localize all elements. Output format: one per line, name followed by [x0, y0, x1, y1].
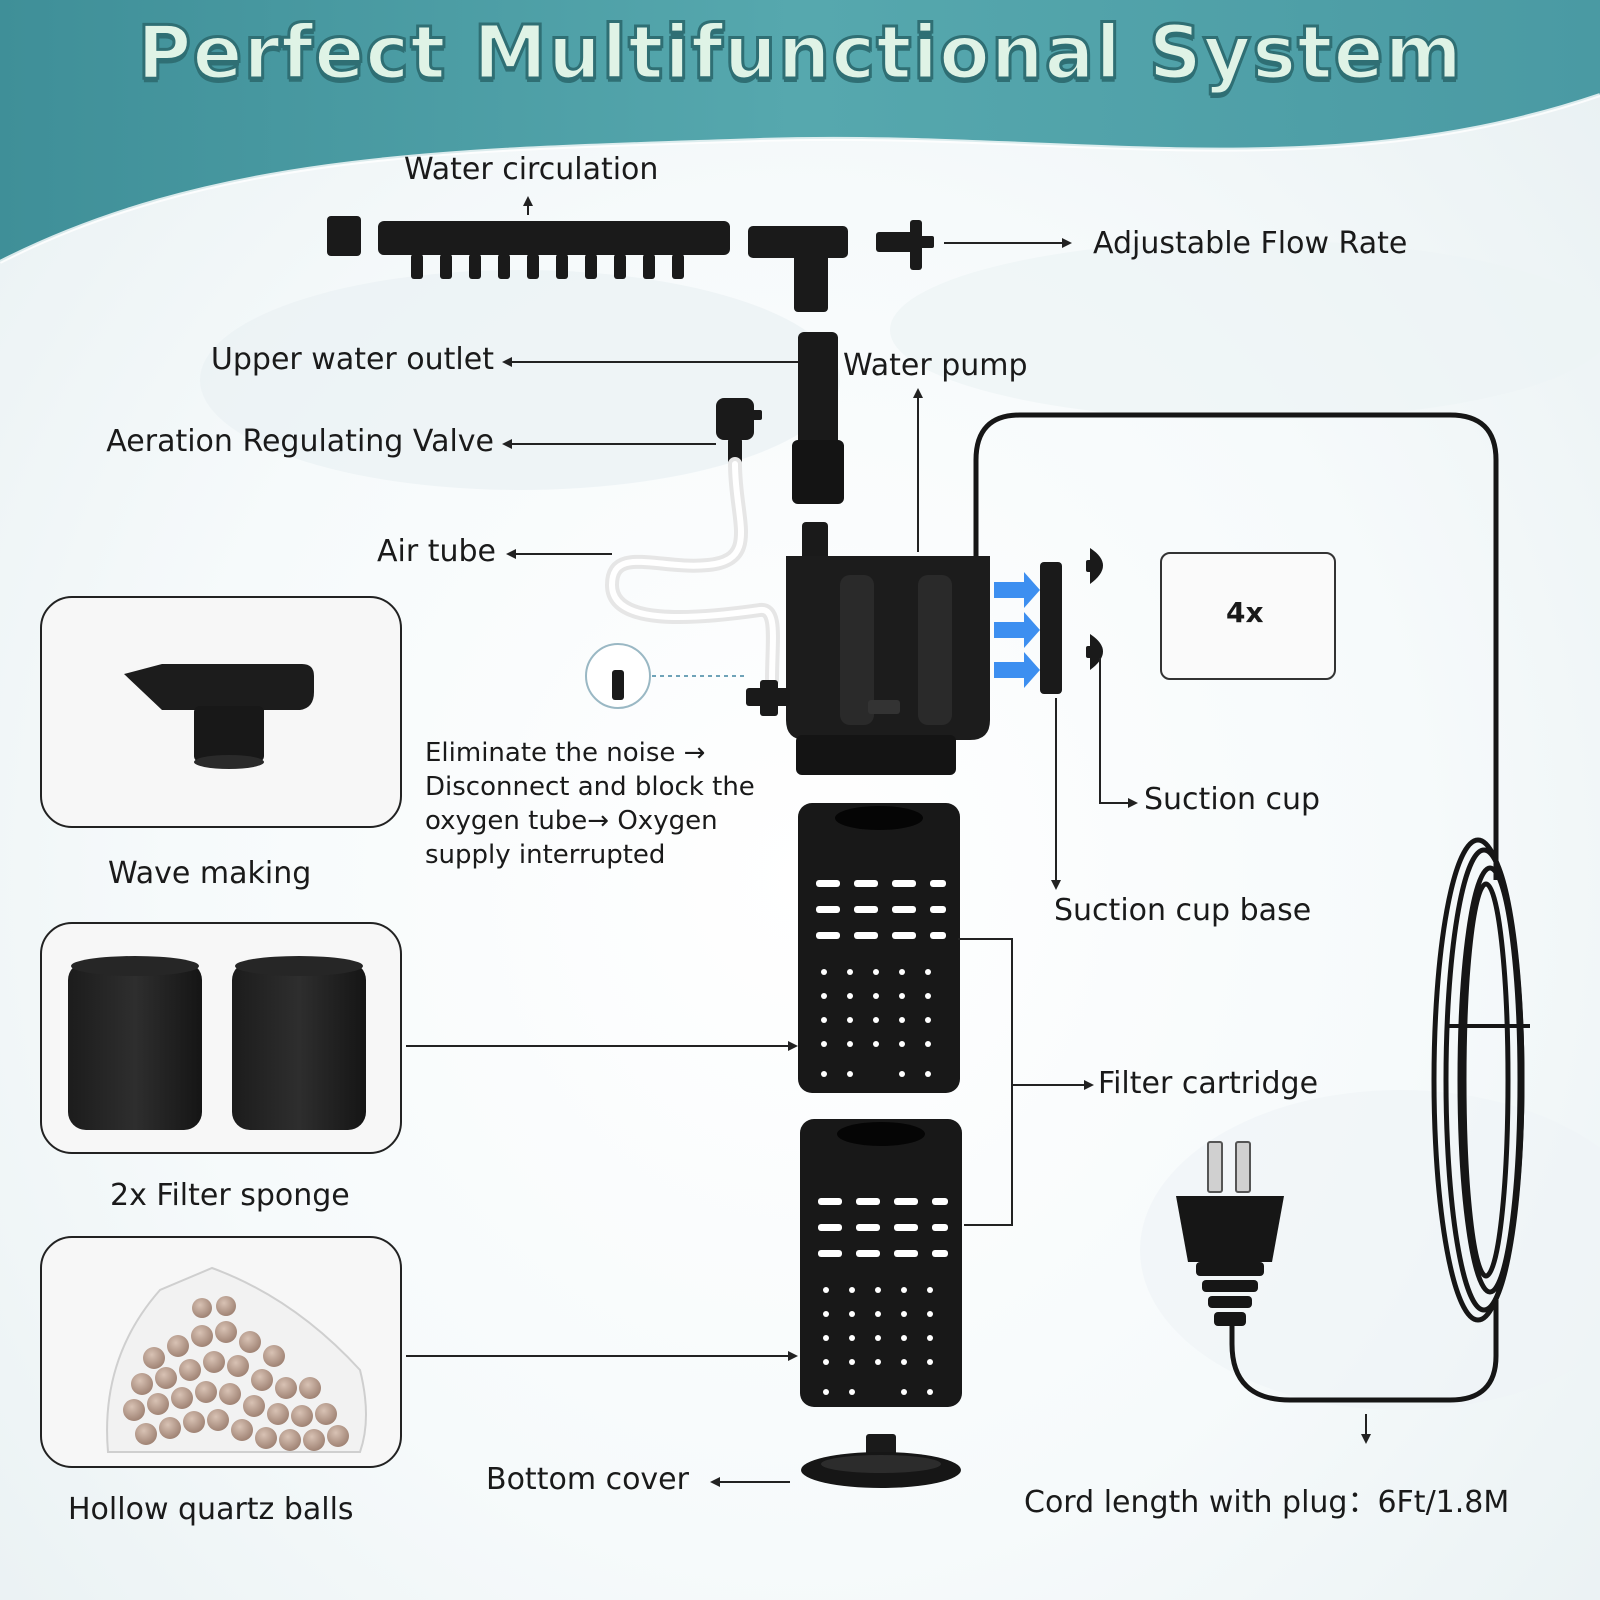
- noise-note-line: supply interrupted: [425, 840, 666, 870]
- t-connector: [748, 226, 848, 312]
- noise-note: Eliminate the noise → Disconnect and blo…: [425, 736, 795, 872]
- noise-note-line: Disconnect and block the: [425, 772, 755, 802]
- suction-base: [1040, 562, 1062, 694]
- filter-cartridge-bottom: [800, 1119, 962, 1407]
- noise-zoom-circle: [585, 643, 748, 709]
- label-water-pump: Water pump: [843, 348, 1028, 383]
- label-cord-length: Cord length with plug：6Ft/1.8M: [1024, 1485, 1510, 1520]
- power-cord: [973, 412, 1499, 880]
- suction-cup-multiplier-box: 4x: [1160, 552, 1336, 680]
- label-adjustable-flow-rate: Adjustable Flow Rate: [1093, 226, 1408, 261]
- caption-filter-sponge: 2x Filter sponge: [110, 1178, 350, 1213]
- label-water-circulation: Water circulation: [404, 152, 659, 187]
- plug: [1176, 1141, 1284, 1326]
- aeration-valve: [716, 398, 762, 464]
- bottom-cover: [801, 1434, 961, 1488]
- air-tube-line: [604, 457, 780, 687]
- noise-note-line: oxygen tube→ Oxygen: [425, 806, 718, 836]
- leader-lines: [406, 198, 1367, 1483]
- label-filter-cartridge: Filter cartridge: [1098, 1066, 1319, 1101]
- label-suction-cup: Suction cup: [1144, 782, 1321, 817]
- caption-quartz-balls: Hollow quartz balls: [68, 1492, 354, 1527]
- spray-bar: [327, 216, 730, 279]
- panel-filter-sponge: [40, 922, 402, 1154]
- pump-body: [746, 522, 990, 775]
- filter-cartridge-top: [798, 803, 960, 1093]
- caption-wave-making: Wave making: [108, 856, 312, 891]
- flow-valve: [876, 220, 934, 270]
- quartz-balls-icon: [106, 1266, 367, 1453]
- label-aeration-valve: Aeration Regulating Valve: [106, 424, 494, 459]
- label-air-tube: Air tube: [376, 534, 496, 569]
- side-suction-cups: [1086, 548, 1103, 670]
- label-upper-water-outlet: Upper water outlet: [210, 342, 494, 377]
- panel-quartz-balls: [40, 1236, 402, 1468]
- filter-sponge-icon: [68, 956, 366, 1130]
- flow-arrows: [994, 572, 1040, 688]
- panel-wave-making: [40, 596, 402, 828]
- wave-maker-icon: [124, 664, 314, 769]
- noise-note-line: Eliminate the noise →: [425, 738, 706, 768]
- arrow-heads: [502, 196, 1371, 1487]
- cord-coil: [1431, 837, 1530, 1323]
- header-wave: [0, 0, 1600, 262]
- page-title: Perfect Multifunctional System: [136, 9, 1464, 98]
- label-bottom-cover: Bottom cover: [486, 1462, 689, 1497]
- suction-cup-count: 4x: [1226, 596, 1264, 629]
- label-suction-cup-base: Suction cup base: [1054, 893, 1312, 928]
